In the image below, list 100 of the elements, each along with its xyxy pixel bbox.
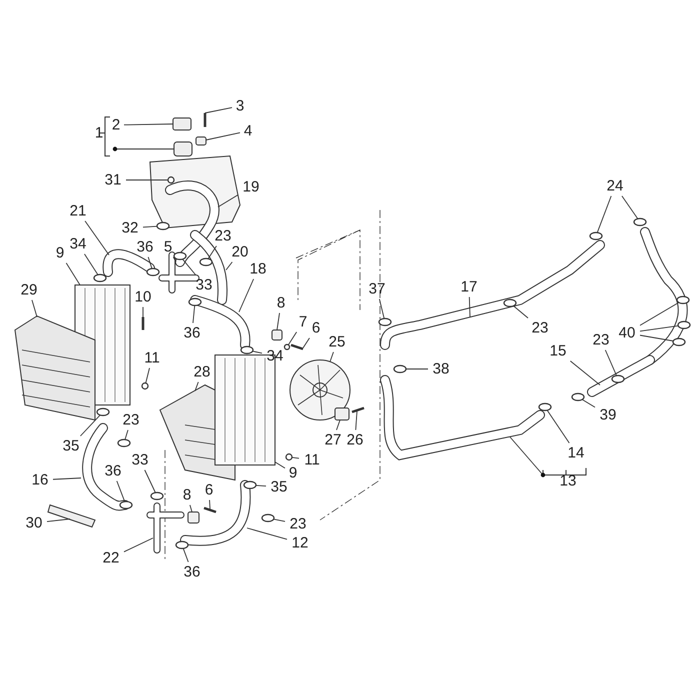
callout-number: 9 (56, 246, 64, 260)
leader-line (276, 312, 280, 330)
leader-line (182, 258, 196, 276)
callout-number: 23 (592, 332, 610, 348)
hose-clamp (243, 480, 257, 490)
clip-nut (272, 330, 282, 340)
nut (285, 453, 293, 461)
callout-number: 6 (204, 482, 214, 498)
callout-number: 8 (276, 296, 286, 310)
leader-line (378, 298, 385, 319)
leader-line (182, 548, 189, 562)
screw (352, 406, 364, 414)
callout-number: 24 (606, 178, 624, 194)
hose-clamp (188, 298, 202, 306)
callout-number: 34 (266, 348, 284, 364)
callout-number: 35 (270, 480, 288, 494)
callout-number: 14 (568, 446, 584, 460)
leader-line (32, 300, 38, 318)
callout-number: 36 (184, 326, 200, 340)
callout-number: 37 (368, 282, 386, 296)
callout-number: 33 (196, 278, 212, 292)
callout-number: 31 (104, 172, 122, 188)
screw (290, 344, 304, 350)
callout-number: 8 (182, 488, 192, 502)
leader-line (596, 196, 612, 234)
hose-clamp (175, 540, 189, 550)
leader-line (192, 305, 196, 324)
callout-number: 16 (32, 472, 48, 488)
callout-number: 23 (214, 228, 232, 244)
sealing-ring (672, 338, 686, 346)
leader-line (274, 462, 286, 469)
leader-line (209, 500, 210, 510)
leader-line (246, 528, 288, 540)
callout-number: 11 (144, 350, 160, 366)
leader-line (330, 352, 334, 362)
hose-clamp (150, 492, 164, 500)
leader-line (570, 360, 600, 386)
hose-clamp (96, 408, 110, 416)
callout-number: 5 (164, 240, 172, 254)
callout-number: 36 (104, 464, 122, 478)
hose-clamp (240, 346, 254, 354)
callout-number: 30 (26, 516, 42, 530)
callout-number: 38 (432, 362, 450, 376)
callout-number: 22 (102, 550, 120, 566)
callout-number: 18 (250, 262, 266, 276)
clip-nut (196, 136, 206, 146)
leader-line (218, 194, 238, 208)
leader-line (226, 262, 233, 270)
leader-line (302, 338, 310, 348)
leader-line (116, 480, 126, 502)
callout-number: 17 (460, 280, 478, 294)
leader-line (145, 368, 150, 384)
callout-number: 23 (532, 320, 548, 336)
leader-line (355, 410, 358, 430)
leader-line (206, 132, 240, 140)
callout-number: 3 (236, 98, 244, 114)
callout-number: 23 (122, 412, 140, 428)
leader-line (208, 246, 217, 260)
leader-line (124, 430, 128, 440)
callout-number: 33 (132, 452, 148, 468)
leader-line (172, 256, 176, 262)
hose (380, 375, 545, 460)
hose-clamp (538, 402, 552, 412)
sealing-ring (261, 514, 275, 522)
leader-line (604, 350, 617, 376)
leader-line (66, 262, 80, 286)
leader-line (112, 146, 174, 152)
hose (180, 480, 251, 546)
expansion-tank (149, 142, 241, 229)
leader-line (406, 368, 428, 370)
leader-line (582, 399, 596, 408)
leader-line (513, 305, 528, 318)
screw (204, 113, 206, 127)
callout-number: 6 (312, 320, 320, 336)
strip (47, 504, 96, 528)
leader-line (124, 538, 154, 552)
callout-number: 7 (298, 314, 308, 330)
leader-line (510, 436, 546, 478)
callout-number: 2 (112, 118, 120, 132)
sealing-ring (677, 320, 691, 330)
leader-line (273, 518, 286, 522)
leader-line (256, 484, 266, 487)
leader-line (124, 124, 174, 126)
screw (142, 317, 144, 330)
hose-clamp (173, 252, 187, 260)
tee-fitting (146, 502, 184, 554)
callout-number: 23 (290, 516, 306, 532)
hose (82, 423, 130, 511)
washer (284, 344, 290, 350)
callout-number: 40 (618, 326, 636, 340)
callout-number: 36 (184, 564, 200, 580)
leader-line (52, 478, 82, 480)
hose (587, 355, 655, 397)
filler-cap (172, 118, 192, 130)
sealing-ring (199, 258, 213, 266)
hose-clamp (146, 268, 160, 276)
nut (141, 382, 149, 390)
leader-line (84, 220, 110, 256)
callout-number: 29 (20, 282, 38, 298)
hose-clamp (93, 274, 107, 282)
